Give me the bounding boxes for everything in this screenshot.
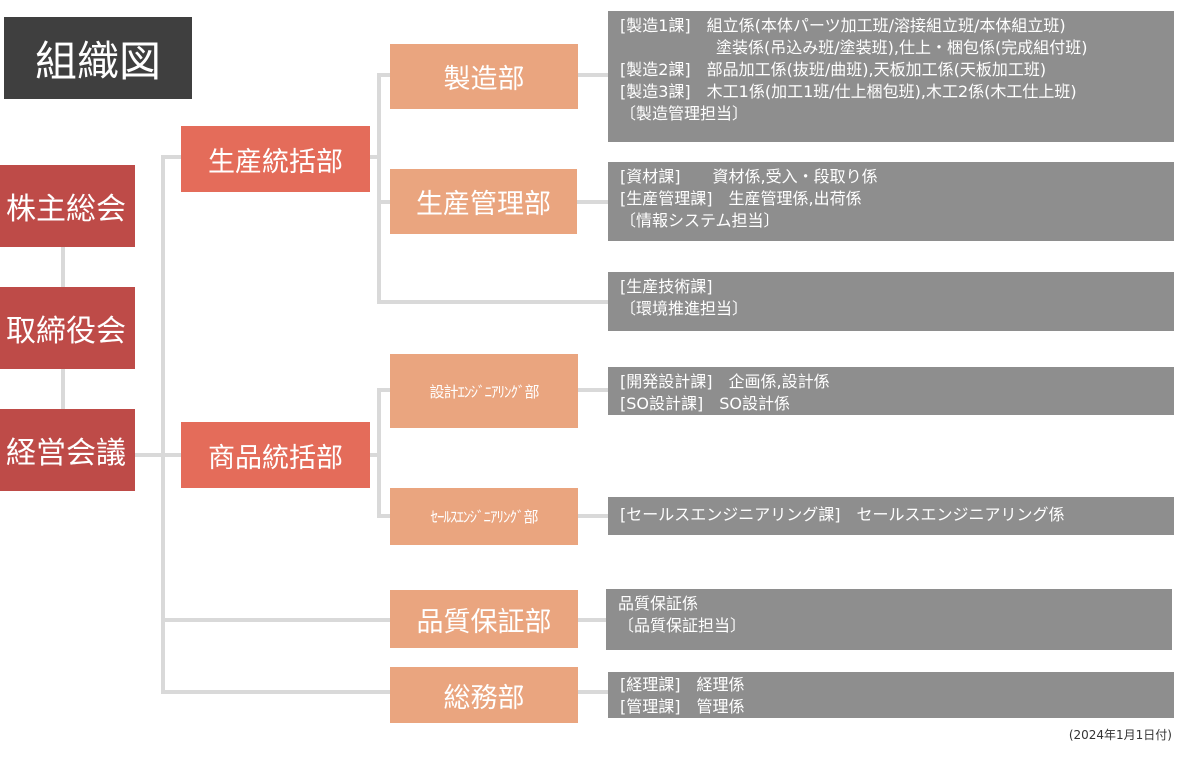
detail-line: [製造2課] 部品加工係(抜班/曲班),天板加工係(天板加工班) [620, 60, 1047, 79]
detail-line: 〔品質保証担当〕 [618, 616, 747, 635]
detail-line: 〔環境推進担当〕 [620, 299, 749, 318]
detail-box-seisan-gijutsu: [生産技術課] 〔環境推進担当〕 [608, 272, 1174, 331]
detail-line: [製造3課] 木工1係(加工1班/仕上梱包班),木工2係(木工仕上班) [620, 82, 1077, 101]
org-box-seizo: 製造部 [390, 44, 578, 109]
detail-line: [製造1課] 組立係(本体パーツ加工班/溶接組立班/本体組立班) [620, 16, 1066, 35]
detail-box-hinshitsu: 品質保証係 〔品質保証担当〕 [606, 589, 1172, 650]
detail-line: [生産管理課] 生産管理係,出荷係 [620, 189, 862, 208]
org-box-shohin-tokatsu: 商品統括部 [181, 422, 370, 488]
org-box-kabunushi: 株主総会 [0, 165, 135, 247]
detail-line: 〔製造管理担当〕 [620, 104, 749, 123]
org-box-seisan-kanri: 生産管理部 [390, 169, 577, 234]
detail-line: [資材課] 資材係,受入・段取り係 [620, 167, 878, 186]
detail-line: 塗装係(吊込み班/塗装班),仕上・梱包係(完成組付班) [620, 38, 1088, 57]
detail-line: [セールスエンジニアリング課] セールスエンジニアリング係 [620, 505, 1065, 524]
detail-box-sales-eng: [セールスエンジニアリング課] セールスエンジニアリング係 [608, 497, 1174, 535]
page-title: 組織図 [4, 17, 192, 99]
org-box-sekkei-eng: 設計ｴﾝｼﾞﾆｱﾘﾝｸﾞ部 [390, 354, 578, 428]
detail-box-seizo: [製造1課] 組立係(本体パーツ加工班/溶接組立班/本体組立班) 塗装係(吊込み… [608, 11, 1174, 142]
org-box-keiei: 経営会議 [0, 409, 135, 491]
detail-line: 〔情報システム担当〕 [620, 211, 780, 230]
detail-line: [生産技術課] [620, 277, 713, 296]
detail-line: [SO設計課] SO設計係 [620, 394, 790, 413]
org-box-torishimariyaku: 取締役会 [0, 287, 135, 369]
org-box-hinshitsu: 品質保証部 [390, 590, 578, 648]
detail-box-seisan-kanri: [資材課] 資材係,受入・段取り係 [生産管理課] 生産管理係,出荷係 〔情報シ… [608, 162, 1174, 241]
detail-line: [開発設計課] 企画係,設計係 [620, 372, 830, 391]
detail-box-somu: [経理課] 経理係 [管理課] 管理係 [608, 672, 1174, 718]
detail-box-sekkei-eng: [開発設計課] 企画係,設計係 [SO設計課] SO設計係 [608, 367, 1174, 415]
org-box-somu: 総務部 [390, 667, 578, 723]
detail-line: [経理課] 経理係 [620, 675, 745, 694]
detail-line: [管理課] 管理係 [620, 697, 745, 716]
org-box-seisan-tokatsu: 生産統括部 [181, 126, 370, 192]
org-box-sales-eng: ｾｰﾙｽｴﾝｼﾞﾆｱﾘﾝｸﾞ部 [390, 488, 578, 545]
detail-line: 品質保証係 [618, 594, 699, 613]
effective-date-note: (2024年1月1日付) [1068, 728, 1172, 742]
